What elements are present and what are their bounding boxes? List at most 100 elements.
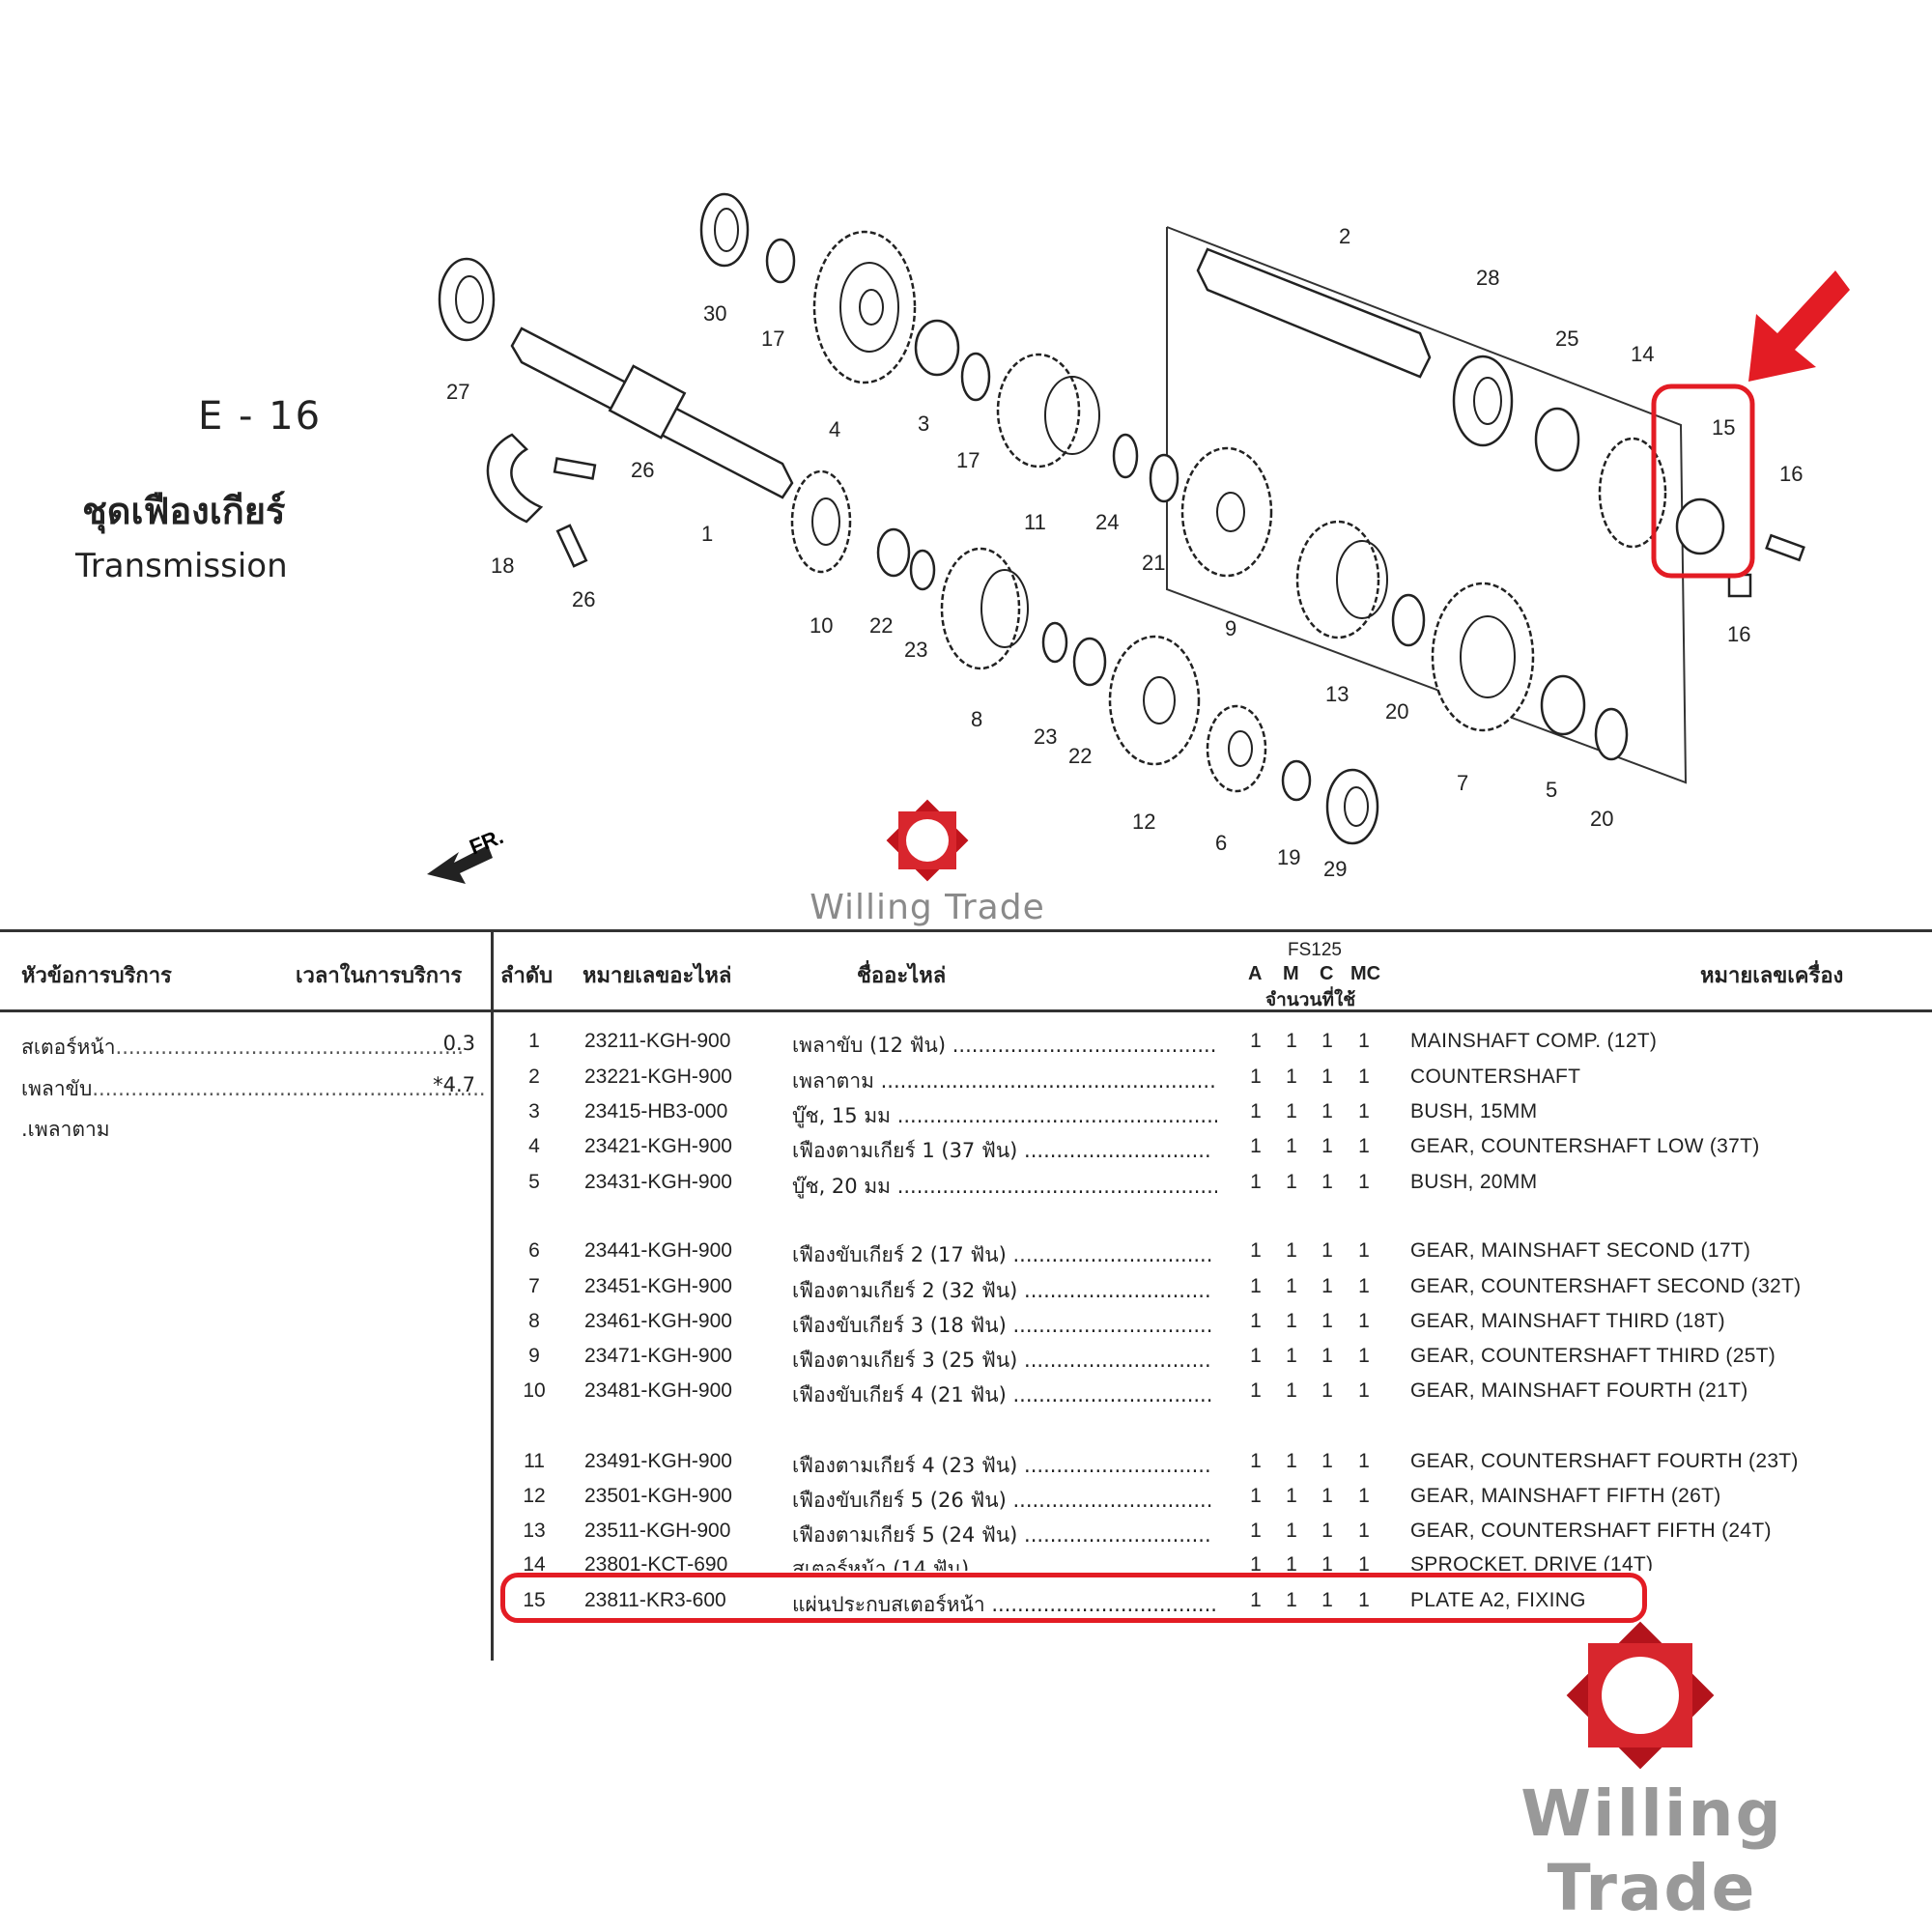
callout-23-bottom: 23 xyxy=(1034,724,1057,749)
callout-14: 14 xyxy=(1631,342,1654,366)
cell-qty-c: 1 xyxy=(1321,1553,1333,1571)
cell-part-name-thai: เฟืองขับเกียร์ 5 (26 ฟัน) ..............… xyxy=(792,1489,1213,1512)
callout-16-lower: 16 xyxy=(1727,622,1750,646)
header-engine-number: หมายเลขเครื่อง xyxy=(1700,964,1844,988)
callout-26-bottom: 26 xyxy=(572,587,595,611)
callout-22-top: 22 xyxy=(869,613,893,638)
cell-qty-mc: 1 xyxy=(1358,1450,1370,1472)
table-divider xyxy=(491,929,494,1661)
callout-16-right: 16 xyxy=(1779,462,1803,486)
cell-index: 12 xyxy=(523,1485,546,1507)
cell-part-number: 23431-KGH-900 xyxy=(584,1171,732,1193)
cell-qty-a: 1 xyxy=(1250,1100,1262,1122)
cell-qty-a: 1 xyxy=(1250,1589,1262,1611)
service-name: เพลาขับ xyxy=(21,1077,93,1100)
cell-qty-mc: 1 xyxy=(1358,1239,1370,1262)
cell-qty-c: 1 xyxy=(1321,1275,1333,1297)
gear-9 xyxy=(1180,446,1273,578)
cell-index: 13 xyxy=(523,1520,546,1542)
watermark-center: Willing Trade xyxy=(802,797,1053,927)
table-row: 12 23501-KGH-900 เฟืองขับเกียร์ 5 (26 ฟั… xyxy=(0,1485,1932,1514)
table-row-highlighted: 15 23811-KR3-600 แผ่นประกบสเตอร์หน้า ...… xyxy=(0,1589,1932,1618)
cell-qty-m: 1 xyxy=(1286,1310,1297,1332)
section-code: E - 16 xyxy=(198,394,323,439)
cell-part-number: 23481-KGH-900 xyxy=(584,1379,732,1402)
cell-qty-c: 1 xyxy=(1321,1450,1333,1472)
bearing-28 xyxy=(1452,355,1514,447)
cell-qty-m: 1 xyxy=(1286,1379,1297,1402)
service-item-2: .เพลาตาม xyxy=(21,1114,475,1146)
gear-12 xyxy=(1108,635,1201,766)
service-item-0: สเตอร์หน้า..............................… xyxy=(21,1032,475,1064)
cell-qty-m: 1 xyxy=(1286,1485,1297,1507)
callout-23-top: 23 xyxy=(904,638,927,662)
table-row: 4 23421-KGH-900 เฟืองตามเกียร์ 1 (37 ฟัน… xyxy=(0,1135,1932,1164)
table-row: 11 23491-KGH-900 เฟืองตามเกียร์ 4 (23 ฟั… xyxy=(0,1450,1932,1479)
cell-index: 7 xyxy=(528,1275,540,1297)
callout-9: 9 xyxy=(1225,616,1236,640)
cell-qty-m: 1 xyxy=(1286,1100,1297,1122)
service-name: สเตอร์หน้า xyxy=(21,1036,116,1059)
brand-logo-icon xyxy=(1566,1621,1715,1770)
cell-qty-c: 1 xyxy=(1321,1030,1333,1052)
cell-part-name-thai: บู๊ช, 20 มม ............................… xyxy=(792,1175,1217,1198)
cell-part-name-english: GEAR, COUNTERSHAFT THIRD (25T) xyxy=(1410,1345,1776,1367)
table-header-rule xyxy=(0,1009,1932,1012)
service-time: *4.7 xyxy=(433,1073,475,1096)
callout-2: 2 xyxy=(1339,224,1350,248)
cell-part-number: 23811-KR3-600 xyxy=(584,1589,726,1611)
cell-part-name-thai: บู๊ช, 15 มม ............................… xyxy=(792,1104,1217,1127)
table-row: 14 23801-KCT-690 สเตอร์หน้า (14 ฟัน) 1 1… xyxy=(0,1553,1932,1571)
cell-qty-mc: 1 xyxy=(1358,1100,1370,1122)
cell-qty-m: 1 xyxy=(1286,1239,1297,1262)
bush-5 xyxy=(1540,674,1586,736)
header-variant-mc: MC xyxy=(1350,963,1381,984)
callout-30: 30 xyxy=(703,301,726,326)
cell-index: 4 xyxy=(528,1135,540,1157)
table-row: 6 23441-KGH-900 เฟืองขับเกียร์ 2 (17 ฟัน… xyxy=(0,1239,1932,1268)
table-row-clipped: 14 23801-KCT-690 สเตอร์หน้า (14 ฟัน) 1 1… xyxy=(0,1549,1932,1571)
bolt-16-right xyxy=(1765,533,1805,562)
gear-13 xyxy=(1295,520,1388,639)
cell-part-number: 23491-KGH-900 xyxy=(584,1450,732,1472)
cell-part-number: 23501-KGH-900 xyxy=(584,1485,732,1507)
callout-20-end: 20 xyxy=(1590,807,1613,831)
cell-part-name-thai: เพลาตาม ................................… xyxy=(792,1069,1217,1093)
callout-7: 7 xyxy=(1457,771,1468,795)
cell-qty-c: 1 xyxy=(1321,1520,1333,1542)
cell-qty-m: 1 xyxy=(1286,1345,1297,1367)
bush-3 xyxy=(914,319,960,377)
callout-24: 24 xyxy=(1095,510,1119,534)
cell-qty-a: 1 xyxy=(1250,1450,1262,1472)
service-time: 0.3 xyxy=(442,1032,475,1055)
cell-qty-c: 1 xyxy=(1321,1135,1333,1157)
callout-19: 19 xyxy=(1277,845,1300,869)
table-top-rule xyxy=(0,929,1932,932)
stopper-plate-18 xyxy=(486,433,544,524)
cell-part-name-thai: เฟืองขับเกียร์ 3 (18 ฟัน) ..............… xyxy=(792,1314,1213,1337)
callout-12: 12 xyxy=(1132,810,1155,834)
cell-index: 9 xyxy=(528,1345,540,1367)
front-direction-arrow: FR. xyxy=(427,824,507,884)
cell-qty-mc: 1 xyxy=(1358,1171,1370,1193)
cell-part-name-thai: แผ่นประกบสเตอร์หน้า ....................… xyxy=(792,1593,1217,1616)
cell-qty-c: 1 xyxy=(1321,1310,1333,1332)
cell-qty-c: 1 xyxy=(1321,1171,1333,1193)
bolt-26-bottom xyxy=(555,524,588,568)
header-variant-m: M xyxy=(1283,963,1299,984)
cell-qty-a: 1 xyxy=(1250,1239,1262,1262)
front-label: FR. xyxy=(466,824,506,859)
washer-19 xyxy=(1281,759,1312,802)
cell-part-number: 23511-KGH-900 xyxy=(584,1520,731,1542)
cell-part-name-english: SPROCKET, DRIVE (14T) xyxy=(1410,1553,1654,1571)
cell-part-name-thai: เฟืองขับเกียร์ 2 (17 ฟัน) ..............… xyxy=(792,1243,1213,1266)
cell-index: 8 xyxy=(528,1310,540,1332)
washer-22-top xyxy=(876,527,911,578)
cell-part-name-english: GEAR, COUNTERSHAFT FIFTH (24T) xyxy=(1410,1520,1772,1542)
header-part-number: หมายเลขอะไหล่ xyxy=(582,964,732,988)
cell-qty-m: 1 xyxy=(1286,1275,1297,1297)
washer-17-mid xyxy=(960,352,991,402)
bearing-27 xyxy=(438,257,496,342)
cell-qty-a: 1 xyxy=(1250,1553,1262,1571)
cell-qty-c: 1 xyxy=(1321,1485,1333,1507)
